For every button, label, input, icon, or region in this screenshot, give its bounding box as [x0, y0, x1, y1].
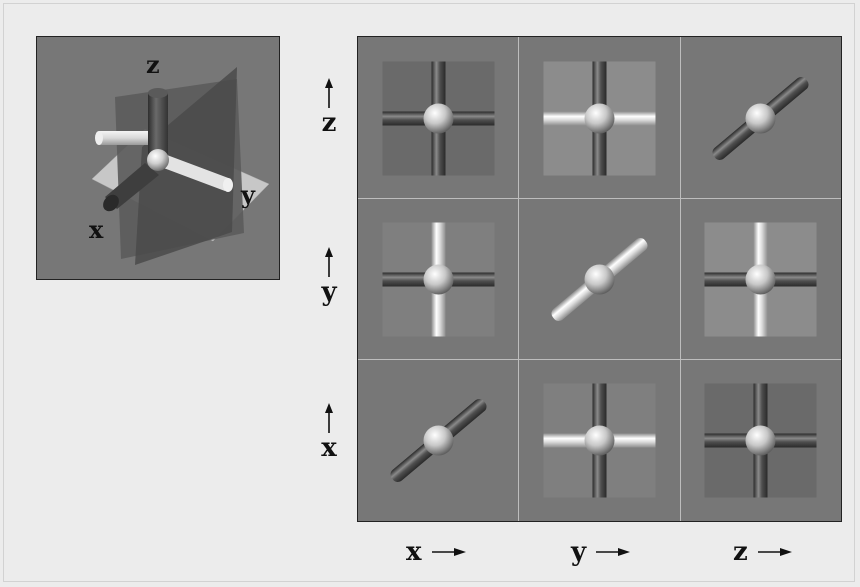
column-label-y: y: [571, 537, 631, 567]
grid-cell-z-x: [358, 37, 519, 198]
right-arrow-icon: [596, 548, 631, 556]
up-arrow-icon: [325, 403, 333, 433]
row-label-z: z: [314, 78, 344, 136]
inset-label-x: x: [89, 215, 104, 244]
grid-divider: [358, 198, 841, 199]
x-rod: [103, 163, 159, 212]
grid-cell-x-y: [519, 359, 680, 520]
inset-3d-axes: z y x: [36, 36, 280, 280]
inset-label-z: z: [146, 50, 160, 79]
axis-glyph: [543, 383, 656, 498]
axis-glyph: [712, 77, 809, 160]
center-sphere: [584, 425, 615, 456]
up-arrow-icon: [325, 247, 333, 277]
axis-glyph: [390, 399, 487, 482]
center-sphere: [423, 103, 454, 134]
axis-glyph: [704, 383, 817, 498]
inset-label-y: y: [241, 180, 255, 209]
center-sphere: [745, 103, 776, 134]
inset-drawing: [91, 67, 270, 265]
y-rod-left: [95, 131, 159, 145]
grid-cell-z-z: [680, 37, 841, 198]
grid-cell-y-x: [358, 198, 519, 359]
axis-glyph: [543, 61, 656, 176]
right-arrow-icon: [757, 548, 792, 556]
grid-divider: [518, 37, 519, 521]
center-sphere: [147, 149, 169, 171]
grid-cell-x-x: [358, 359, 519, 520]
center-sphere: [584, 103, 615, 134]
z-rod: [148, 88, 168, 163]
column-label-z: z: [733, 537, 792, 567]
grid-divider: [680, 37, 681, 521]
grid-cell-z-y: [519, 37, 680, 198]
right-arrow-icon: [431, 548, 466, 556]
axis-glyph: [382, 61, 495, 176]
orientation-grid: [357, 36, 842, 522]
row-label-x: x: [314, 403, 344, 461]
axis-glyph: [551, 238, 648, 321]
grid-divider: [358, 359, 841, 360]
row-label-y: y: [314, 247, 344, 305]
center-sphere: [745, 425, 776, 456]
column-label-x: x: [406, 537, 466, 567]
center-sphere: [584, 264, 615, 295]
center-sphere: [745, 264, 776, 295]
axis-glyph: [704, 222, 817, 337]
axis-glyph: [382, 222, 495, 337]
center-sphere: [423, 264, 454, 295]
y-rod-right: [161, 155, 233, 192]
up-arrow-icon: [325, 78, 333, 108]
grid-cell-x-z: [680, 359, 841, 520]
grid-cell-y-y: [519, 198, 680, 359]
center-sphere: [423, 425, 454, 456]
grid-cell-y-z: [680, 198, 841, 359]
